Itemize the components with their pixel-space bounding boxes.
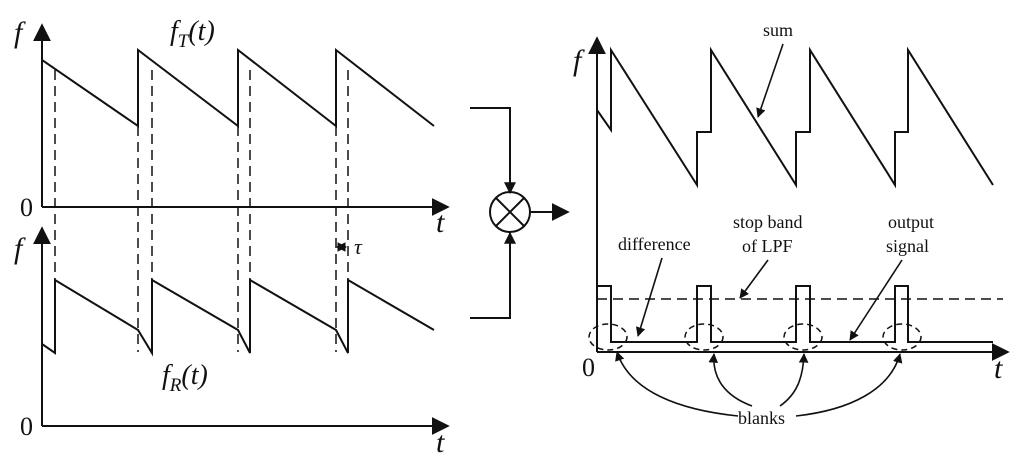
blanks-annotation: blanks [738,408,785,428]
received-sawtooth [41,278,435,357]
output-annotation-line1: output [888,212,934,232]
transmitted-sawtooth [41,47,435,129]
received-signal-panel: f 0 t fR(t) τ [14,226,450,459]
bottom-x-axis-label: t [436,426,445,459]
bottom-y-axis-label: f [14,232,26,265]
stop-band-annotation-line1: stop band [733,212,803,232]
top-y-axis-label: f [14,16,26,49]
top-origin-label: 0 [20,193,33,222]
blanks-pointer-2 [708,353,753,407]
stop-band-annotation-line2: of LPF [742,236,793,256]
blank-ellipse-4 [882,323,922,351]
difference-signal [596,285,993,343]
mixer-output-panel: f 0 t sum difference stop band of LPF ou… [573,20,1010,428]
difference-annotation: difference [618,234,691,254]
right-origin-label: 0 [582,353,595,382]
received-signal-label: fR(t) [162,360,208,396]
right-x-axis-label: t [994,352,1003,385]
mixer-cross-b [495,197,525,227]
output-pointer [849,259,903,341]
sum-pointer [756,43,784,118]
bottom-origin-label: 0 [20,412,33,441]
stop-band-pointer [739,259,769,299]
mixer-block [470,107,570,319]
right-y-axis-label: f [573,44,585,77]
blank-ellipse-3 [783,323,823,351]
blanks-pointer-1 [615,351,739,417]
output-annotation-line2: signal [886,236,929,256]
sum-signal [596,46,994,189]
transmitted-signal-label: fT(t) [170,16,215,52]
top-x-axis-label: t [436,206,445,239]
blanks-pointer-4 [795,353,903,417]
blank-ellipse-1 [588,323,628,351]
mixer-input-bottom [470,231,516,319]
transmitted-signal-panel: f 0 t fT(t) [14,16,450,239]
difference-pointer [635,257,663,337]
delay-label: τ [354,234,363,259]
blanks-pointer-3 [779,353,809,407]
sum-annotation: sum [763,20,793,40]
blank-ellipse-2 [684,323,724,351]
alignment-dashes [54,70,349,352]
mixer-input-top [470,107,516,195]
